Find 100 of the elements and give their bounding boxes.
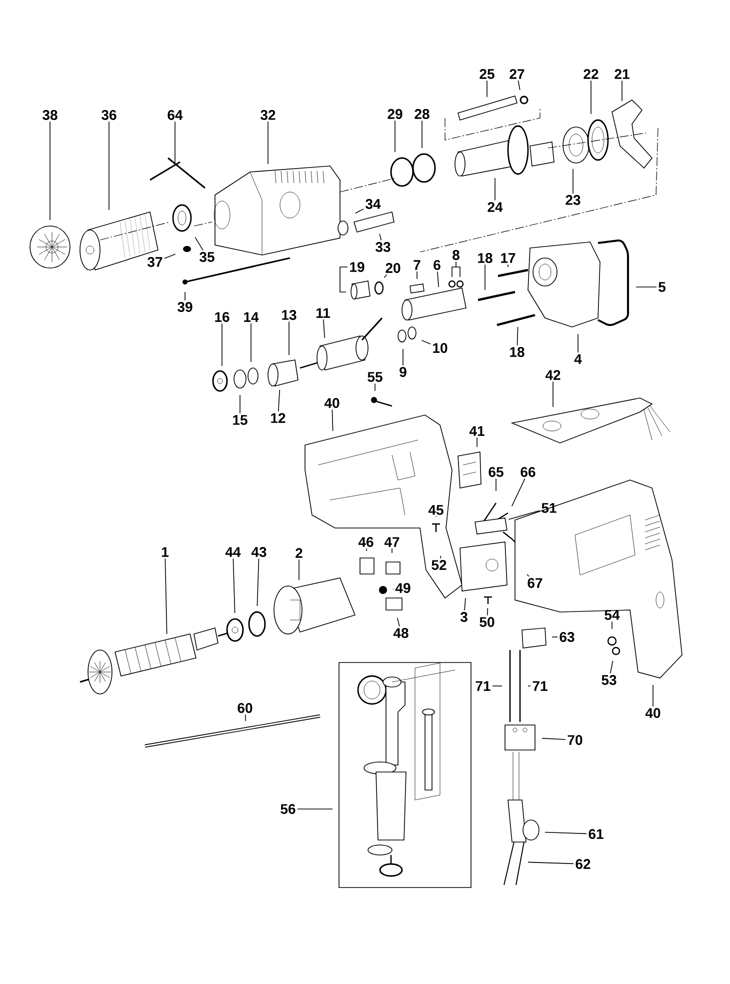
leader-line [366,548,367,552]
callout-number: 49 [395,583,410,593]
callout-number: 29 [388,109,402,119]
leader-line [374,383,376,392]
leader-line [244,714,246,722]
callout-number: 7 [414,260,420,270]
leader-line [288,321,290,356]
leader-line [250,323,252,362]
callout-number: 36 [102,110,116,120]
leader-line [402,348,404,366]
callout-number: 55 [368,372,382,382]
leader-line [384,274,388,278]
leader-line [636,286,657,288]
callout-number: 43 [251,547,266,557]
callout-number: 11 [316,308,330,318]
leader-line [437,271,439,288]
leader-line [232,558,236,614]
leader-line [354,208,364,214]
callout-number: 6 [434,260,440,270]
callout-number: 71 [532,681,548,691]
leader-line [323,319,326,338]
leader-line [552,636,558,638]
leader-line [590,80,592,114]
callout-number: 66 [520,467,536,477]
leader-line [394,120,396,152]
leader-line [397,617,400,627]
callout-number: 45 [428,505,444,515]
callout-number: 34 [366,199,381,209]
callout-number: 23 [566,195,580,205]
callout-number: 15 [233,415,248,425]
leader-line [416,271,418,280]
callout-number: 63 [560,632,574,642]
leader-line [164,254,176,259]
leader-line [332,409,334,432]
leader-line [184,292,186,301]
callout-number: 5 [658,282,666,292]
callout-number: 65 [488,467,504,477]
leader-line [464,598,466,611]
callout-number: 14 [244,312,259,322]
callout-number: 19 [350,262,364,272]
callout-number: 27 [510,69,524,79]
callout-number: 40 [324,398,340,408]
callout-number: 48 [393,628,408,638]
leader-line [544,832,587,834]
callout-number: 71 [476,681,490,691]
callout-number: 17 [501,253,516,263]
callout-number: 56 [280,804,296,814]
callout-number: 28 [414,109,430,119]
leader-line [610,660,614,674]
leader-line [278,390,280,412]
callout-number: 44 [225,547,241,557]
leader-line [572,168,574,194]
callout-number: 16 [215,312,230,322]
leader-line [174,121,176,164]
callout-number: 12 [271,413,286,423]
callout-number: 50 [480,617,494,627]
callout-number: 70 [568,735,582,745]
callout-number: 60 [238,703,252,713]
callout-number: 9 [400,367,406,377]
leader-line [108,121,110,210]
callout-number: 20 [386,263,400,273]
leader-line [452,261,460,278]
callout-number: 47 [384,537,400,547]
leader-line [528,862,574,864]
callout-number: 62 [576,859,590,869]
leader-line [542,738,566,740]
leader-line [256,558,260,606]
leader-line [194,236,204,251]
callout-number: 21 [614,69,630,79]
callout-number: 53 [602,675,616,685]
callout-number: 10 [433,343,448,353]
callout-number: 61 [588,829,604,839]
leader-line [340,266,348,292]
callout-number: 46 [358,537,374,547]
callout-number: 38 [42,110,58,120]
callout-number: 8 [452,250,460,260]
leader-line [476,437,478,448]
callout-number: 39 [178,302,192,312]
callout-number: 42 [545,370,560,380]
frame-box [338,662,472,888]
leader-line [652,684,654,707]
leader-line [164,558,168,634]
leader-line [508,510,540,520]
leader-line [421,340,431,344]
leader-line [297,808,333,810]
leader-line [516,326,518,346]
leader-line [440,556,442,559]
callout-number: 4 [574,354,582,364]
leader-line [484,264,486,290]
callout-number: 37 [148,257,162,267]
callout-number: 24 [488,202,503,212]
callout-number: 52 [432,560,446,570]
callout-number: 18 [478,253,492,263]
leader-line [494,178,496,201]
callout-number: 25 [480,69,494,79]
callout-number: 1 [162,547,168,557]
callout-number: 3 [460,612,468,622]
callout-number: 13 [282,310,296,320]
leader-line [486,80,488,98]
callout-number: 64 [168,110,183,120]
